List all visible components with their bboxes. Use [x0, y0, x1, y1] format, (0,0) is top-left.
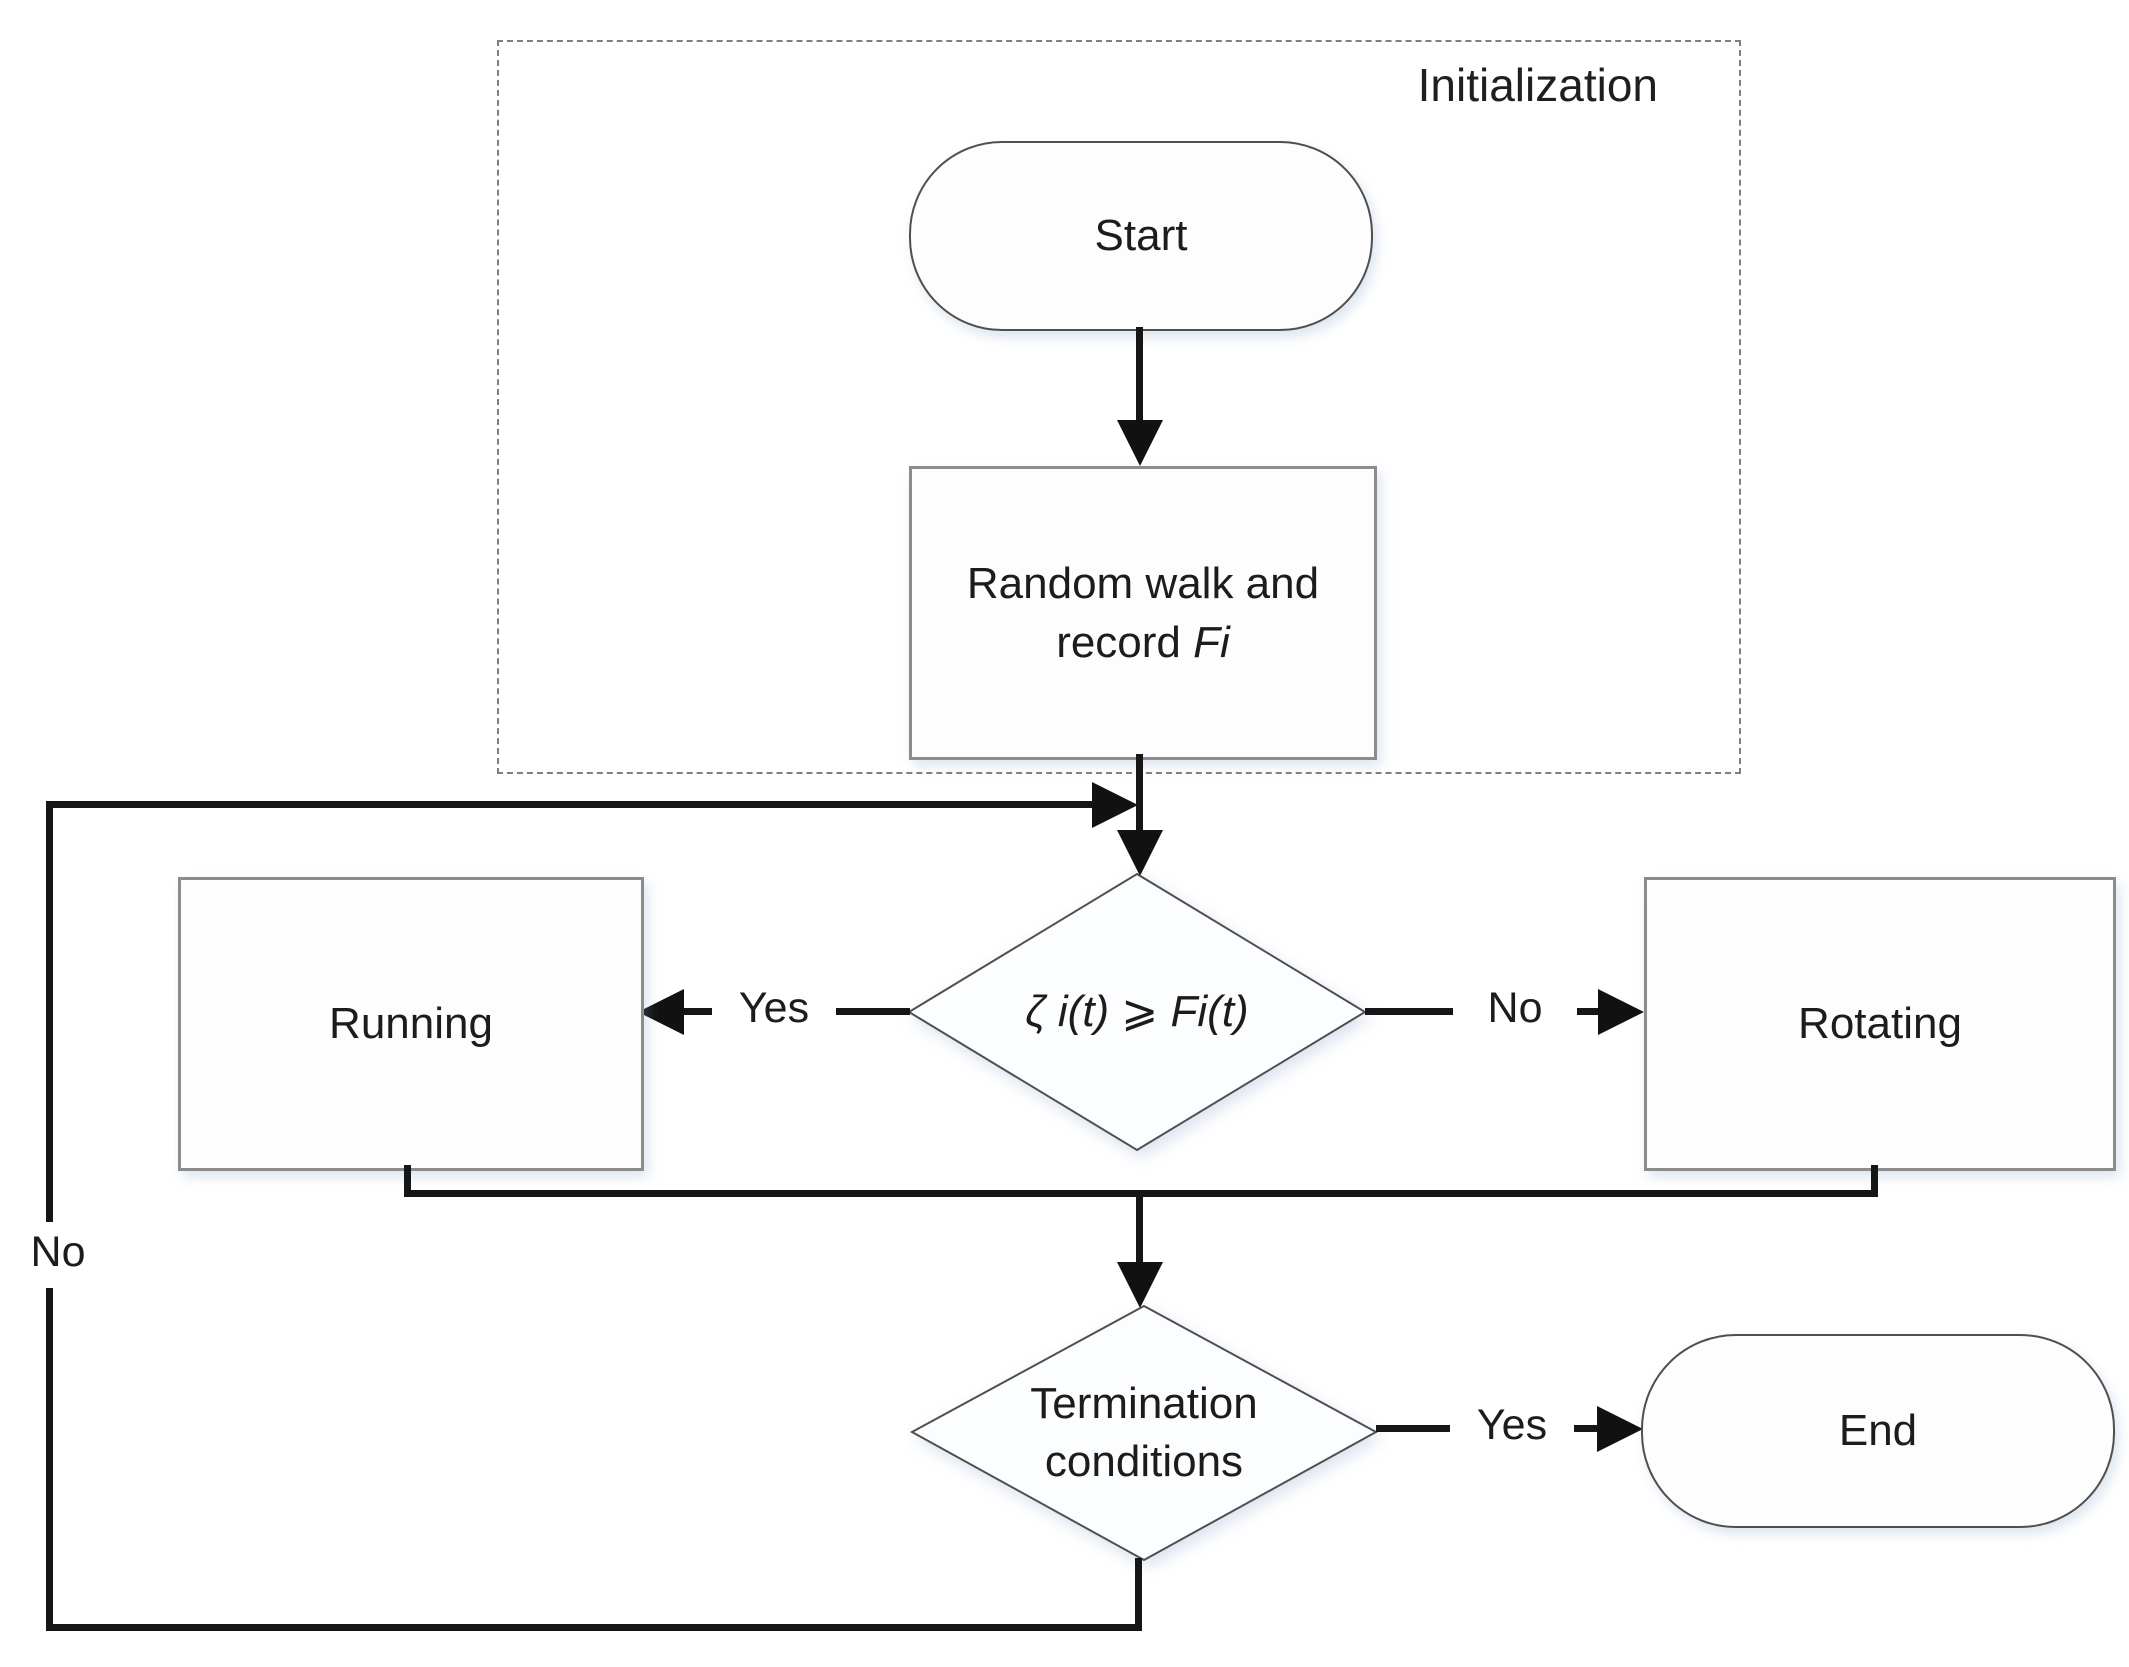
- start-node-label: Start: [1094, 211, 1188, 261]
- flow-line-start-to-randomwalk: [1136, 327, 1143, 422]
- rotating-node: Rotating: [1644, 877, 2116, 1171]
- arrowhead-left-icon: [638, 989, 684, 1035]
- rotating-merge-drop-line: [1871, 1165, 1878, 1197]
- running-node: Running: [178, 877, 644, 1171]
- running-merge-drop-line: [404, 1165, 411, 1197]
- random-walk-node: Random walk and record Fi: [909, 466, 1377, 760]
- end-node: End: [1641, 1334, 2115, 1528]
- running-node-label: Running: [329, 999, 493, 1049]
- flow-line-randomwalk-to-decision: [1136, 754, 1143, 832]
- termination-decision-label: Termination conditions: [1030, 1378, 1258, 1486]
- end-node-label: End: [1838, 1406, 1918, 1456]
- arrowhead-down-icon: [1117, 420, 1163, 466]
- no-edge-label: No: [1453, 982, 1577, 1035]
- arrowhead-right-icon: [1092, 782, 1138, 828]
- yes-edge-label: Yes: [712, 982, 836, 1035]
- start-node: Start: [909, 141, 1373, 331]
- arrowhead-right-icon: [1597, 1406, 1643, 1452]
- arrowhead-down-icon: [1117, 830, 1163, 876]
- yes-end-edge-label: Yes: [1450, 1399, 1574, 1452]
- fitness-decision-node: [905, 872, 1369, 1152]
- initialization-region-label: Initialization: [1417, 59, 1658, 111]
- arrowhead-right-icon: [1598, 989, 1644, 1035]
- initialization-region: [497, 40, 1741, 774]
- arrowhead-down-icon: [1117, 1262, 1163, 1308]
- termination-decision-node: [909, 1304, 1379, 1562]
- loop-back-top-line: [46, 801, 1094, 808]
- fitness-decision-label: ζ i(t) ⩾ Fi(t): [1025, 986, 1249, 1036]
- loop-back-left-line-lower: [46, 1288, 53, 1631]
- no-loop-edge-label: No: [0, 1226, 116, 1279]
- rotating-node-label: Rotating: [1798, 999, 1962, 1049]
- loop-back-bottom-line: [46, 1624, 1142, 1631]
- loop-back-left-line-upper: [46, 801, 53, 1222]
- random-walk-node-label: Random walk and record Fi: [966, 558, 1320, 667]
- flow-line-merge-to-termination: [1136, 1190, 1143, 1266]
- termination-loop-drop-line: [1135, 1558, 1142, 1631]
